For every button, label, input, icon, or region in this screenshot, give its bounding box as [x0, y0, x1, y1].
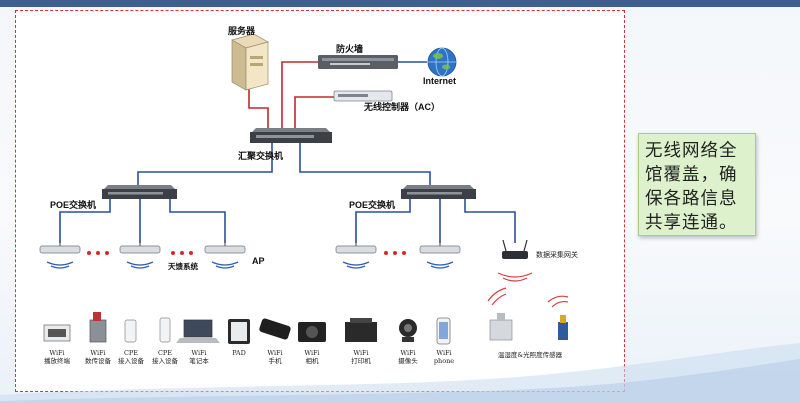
cpe-icon: [124, 319, 137, 343]
ac-label: 无线控制器（AC）: [364, 102, 440, 112]
device-label: WiFi 笔记本: [189, 349, 209, 365]
tablet-icon: [228, 319, 250, 344]
ap-icon: [335, 245, 377, 254]
iphone-icon: [436, 317, 451, 345]
radio-signal-icon: [487, 272, 569, 308]
server-label: 服务器: [228, 26, 256, 36]
phone-icon: [259, 318, 291, 340]
link-firewall-core: [281, 61, 322, 130]
link-rpoe-ap1: [355, 198, 411, 243]
link-lpoe-ap1: [59, 198, 111, 243]
device-label: WiFi 播放终端: [44, 349, 70, 365]
ap-icon: [119, 245, 161, 254]
link-server-core: [248, 88, 269, 130]
device-label: WiFi phone: [433, 349, 455, 365]
ap-label: AP: [252, 256, 265, 266]
device-label: WiFi 数传设备: [85, 349, 111, 365]
device-label: WiFi 相机: [304, 349, 320, 365]
temperature-sensor-icon: [489, 313, 513, 341]
internet-globe-icon: [427, 47, 457, 77]
core-switch-label: 汇聚交换机: [238, 151, 284, 161]
light-sensor-icon: [558, 315, 568, 340]
wireless-controller-icon: [333, 90, 393, 102]
cpe-icon: [159, 317, 171, 343]
link-core-left-poe: [137, 140, 273, 185]
ap-icon: [39, 245, 81, 254]
laptop-icon: [176, 319, 220, 343]
gateway-label: 数据采集网关: [536, 251, 578, 259]
device-label: PAD: [232, 349, 246, 357]
link-rpoe-gateway: [464, 198, 516, 243]
link-lpoe-ap3: [169, 198, 226, 243]
data-transfer-icon: [89, 312, 107, 343]
antenna-label: 天馈系统: [168, 262, 198, 271]
device-label: CPE 接入设备: [152, 349, 178, 365]
device-label: WiFi 手机: [267, 349, 283, 365]
webcam-icon: [399, 319, 417, 342]
core-switch-icon: [250, 128, 332, 143]
wifi-signal-icon: [46, 261, 454, 269]
poe-switch-right-icon: [401, 185, 476, 199]
link-ac-core: [294, 96, 336, 130]
media-player-icon: [43, 324, 71, 342]
poe-switch-left-icon: [102, 185, 177, 199]
poe-switch-left-label: POE交换机: [50, 200, 97, 210]
poe-switch-right-label: POE交换机: [349, 200, 396, 210]
printer-icon: [345, 318, 377, 342]
callout-note: 无线网络全馆覆盖，确保各路信息共享连通。: [638, 133, 756, 236]
camera-icon: [298, 322, 326, 342]
device-label: WiFi 摄像头: [398, 349, 418, 365]
ap-icon: [204, 245, 246, 254]
link-core-right-poe: [299, 140, 431, 185]
internet-label: Internet: [423, 76, 457, 86]
gateway-router-icon: [502, 239, 528, 259]
ellipsis-dots-icon: [87, 251, 406, 255]
device-label: CPE 接入设备: [118, 349, 144, 365]
device-label: WiFi 打印机: [351, 349, 371, 365]
firewall-label: 防火墙: [336, 44, 364, 54]
ap-icon: [419, 245, 461, 254]
server-icon: [231, 33, 269, 91]
firewall-icon: [318, 55, 398, 69]
sensors-label: 温湿度&光照度传感器: [497, 351, 563, 359]
decorative-wave: [0, 343, 800, 403]
slide-top-bar: [0, 0, 800, 7]
